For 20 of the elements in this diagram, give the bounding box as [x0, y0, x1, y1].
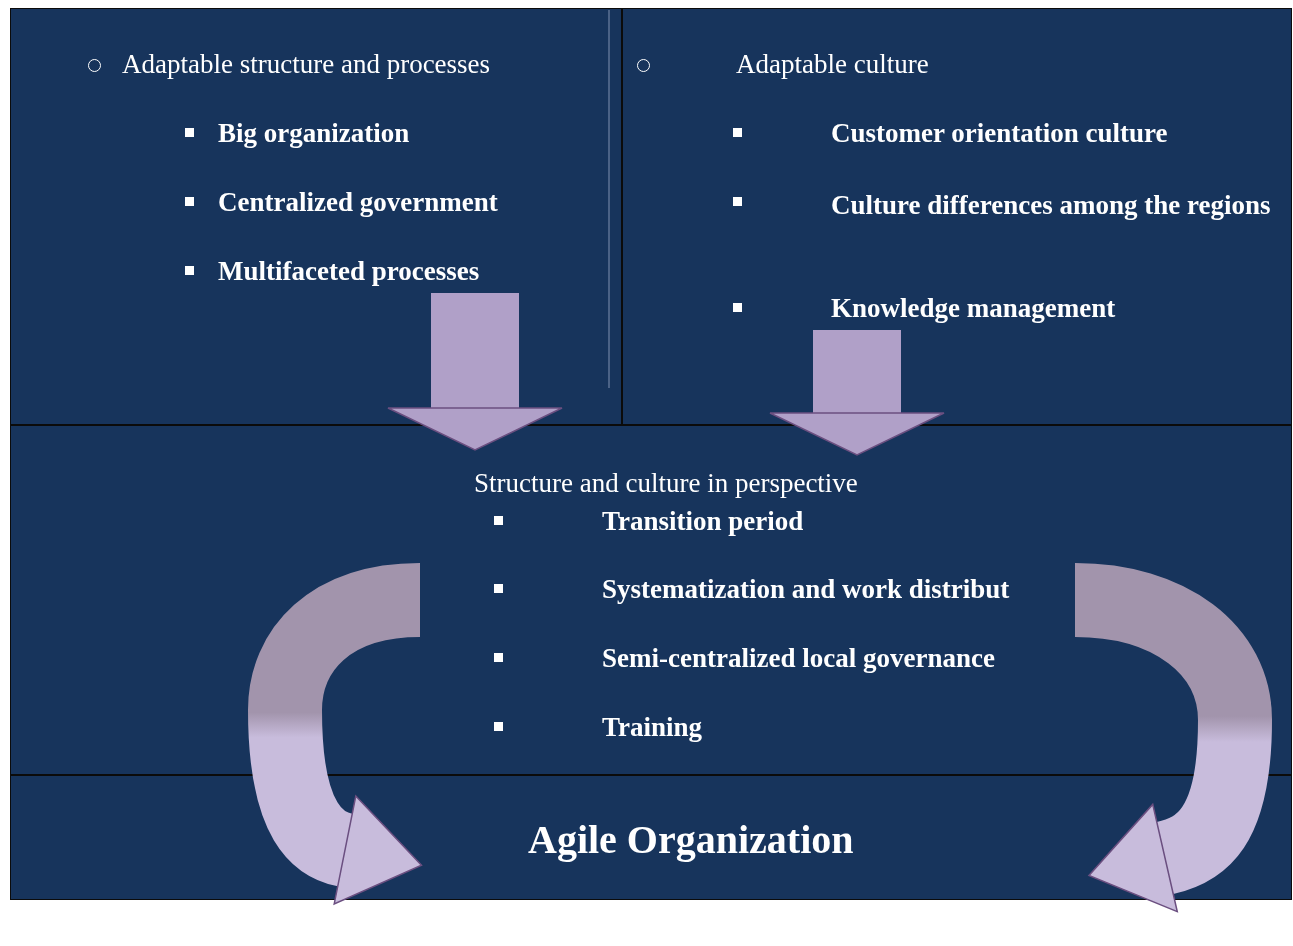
- heading: Structure and culture in perspective: [474, 467, 858, 499]
- list-item: Transition period: [602, 505, 804, 537]
- block-arrow: [769, 330, 945, 456]
- heading: Adaptable structure and processes: [122, 48, 491, 80]
- block-arrow: [248, 563, 422, 905]
- panel: [10, 8, 622, 425]
- list-item: Systematization and work distribut: [602, 573, 1010, 605]
- list-item: Culture differences among the regions: [831, 189, 1272, 222]
- list-item: Multifaceted processes: [218, 255, 480, 287]
- list-item: Semi-centralized local governance: [602, 642, 995, 674]
- panel: [622, 8, 1292, 425]
- title-text: Agile Organization: [528, 816, 854, 864]
- block-arrow: [387, 293, 563, 451]
- list-item: Big organization: [218, 117, 410, 149]
- panel: [10, 425, 1292, 775]
- heading: Adaptable culture: [736, 48, 929, 80]
- list-item: Centralized government: [218, 186, 498, 218]
- list-item: Training: [602, 711, 703, 743]
- list-item: Customer orientation culture: [831, 117, 1168, 149]
- list-item: Knowledge management: [831, 292, 1116, 324]
